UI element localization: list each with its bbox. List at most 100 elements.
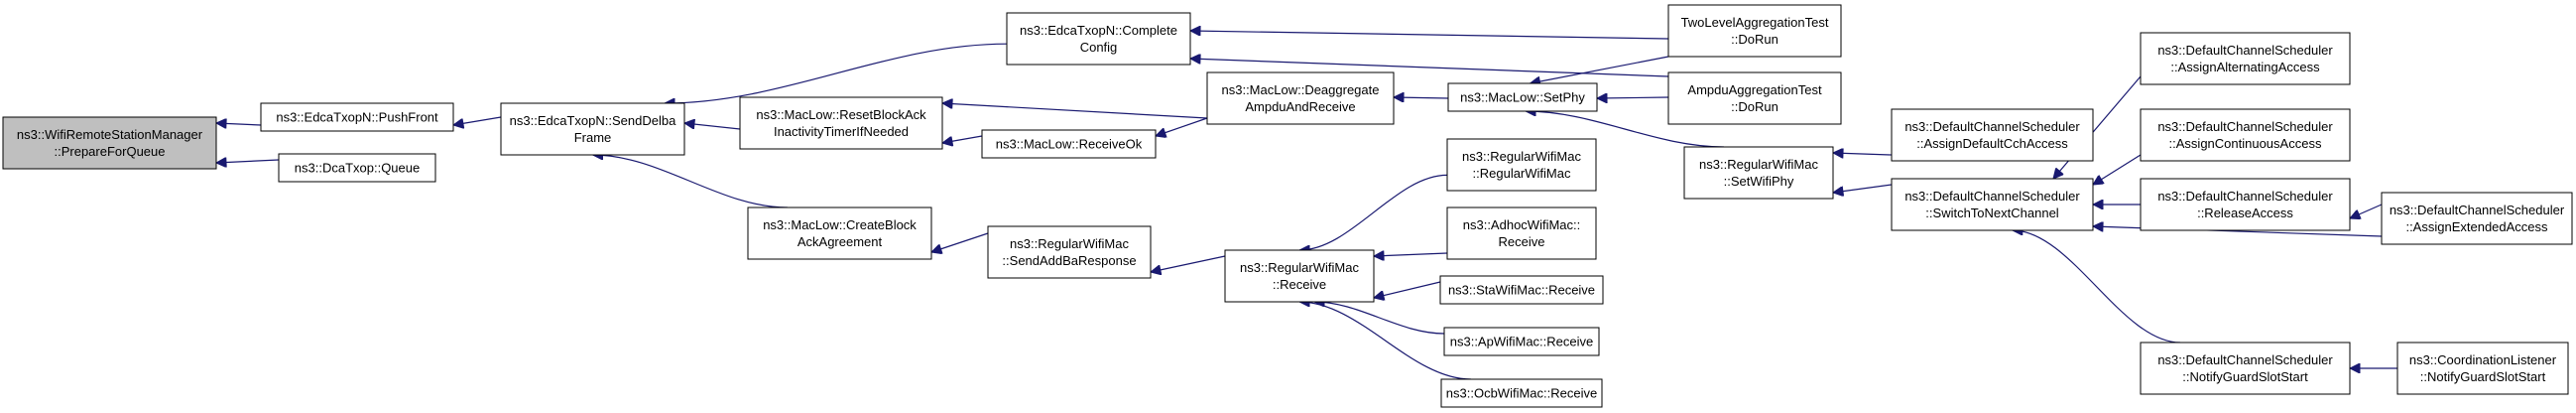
node-label: ::SwitchToNextChannel (1925, 206, 2059, 220)
node-rwmreceive[interactable]: ns3::RegularWifiMac::Receive (1224, 249, 1375, 303)
node-stareceive[interactable]: ns3::StaWifiMac::Receive (1439, 275, 1604, 305)
node-box[interactable] (1447, 82, 1598, 112)
node-label: AmpduAggregationTest (1687, 82, 1822, 97)
node-label: ns3::DefaultChannelScheduler (1904, 119, 2080, 134)
node-root[interactable]: ns3::WifiRemoteStationManager::PrepareFo… (2, 116, 217, 170)
edge-dcaqueue-to-root (216, 160, 280, 163)
node-box[interactable] (1891, 108, 2094, 162)
node-apreceive[interactable]: ns3::ApWifiMac::Receive (1443, 327, 1600, 356)
node-box[interactable] (2140, 32, 2351, 85)
edge-twolevel-to-completeconfig (1190, 31, 1669, 40)
node-resetblockack[interactable]: ns3::MacLow::ResetBlockAckInactivityTime… (739, 96, 943, 150)
edge-assigncont-to-switchnext (2093, 154, 2142, 185)
node-label: ::SendAddBaResponse (1002, 253, 1136, 268)
edge-rwmreceive-to-sendaddba (1151, 255, 1226, 272)
edge-setwifiphy-to-setphy (1526, 111, 1725, 148)
node-twolevel[interactable]: TwoLevelAggregationTest::DoRun (1667, 4, 1842, 58)
node-box[interactable] (1683, 146, 1834, 200)
node-sendaddba[interactable]: ns3::RegularWifiMac::SendAddBaResponse (987, 225, 1152, 279)
node-assigncont[interactable]: ns3::DefaultChannelScheduler::AssignCont… (2140, 108, 2351, 162)
node-box[interactable] (260, 102, 454, 132)
node-label: InactivityTimerIfNeeded (774, 124, 909, 139)
edge-setphy-to-deaggregate (1394, 97, 1449, 98)
node-box[interactable] (2140, 108, 2351, 162)
node-box[interactable] (1446, 206, 1597, 260)
edge-assignext-to-release (2350, 204, 2383, 218)
node-notifyguard[interactable]: ns3::DefaultChannelScheduler::NotifyGuar… (2140, 342, 2351, 395)
node-box[interactable] (1439, 275, 1604, 305)
edge-ampduagg-to-completeconfig (1190, 59, 1669, 77)
node-switchnext[interactable]: ns3::DefaultChannelScheduler::SwitchToNe… (1891, 178, 2094, 231)
node-box[interactable] (278, 153, 436, 183)
node-assigncch[interactable]: ns3::DefaultChannelScheduler::AssignDefa… (1891, 108, 2094, 162)
node-box[interactable] (981, 129, 1157, 159)
node-label: ns3::DefaultChannelScheduler (2157, 189, 2333, 204)
node-label: AckAgreement (797, 234, 883, 249)
node-label: ::AssignContinuousAccess (2169, 136, 2322, 151)
node-label: Receive (1499, 234, 1545, 249)
edge-createblockack-to-senddelba (593, 155, 789, 208)
node-pushfront[interactable]: ns3::EdcaTxopN::PushFront (260, 102, 454, 132)
edge-notifyguard-to-switchnext (2013, 230, 2181, 344)
node-coordlistener[interactable]: ns3::CoordinationListener::NotifyGuardSl… (2396, 342, 2569, 395)
node-assignext[interactable]: ns3::DefaultChannelScheduler::AssignExte… (2381, 192, 2573, 245)
node-box[interactable] (1667, 4, 1842, 58)
node-box[interactable] (2396, 342, 2569, 395)
node-box[interactable] (739, 96, 943, 150)
node-box[interactable] (1006, 12, 1191, 66)
node-box[interactable] (1224, 249, 1375, 303)
node-box[interactable] (1446, 138, 1597, 192)
node-assignalt[interactable]: ns3::DefaultChannelScheduler::AssignAlte… (2140, 32, 2351, 85)
node-box[interactable] (1443, 327, 1600, 356)
node-label: ::DoRun (1731, 99, 1779, 114)
node-rwmctor[interactable]: ns3::RegularWifiMac::RegularWifiMac (1446, 138, 1597, 192)
node-label: ns3::RegularWifiMac (1240, 260, 1359, 275)
node-label: ns3::DefaultChannelScheduler (2157, 43, 2333, 58)
node-box[interactable] (500, 102, 685, 156)
node-box[interactable] (2140, 342, 2351, 395)
node-box[interactable] (1440, 378, 1603, 408)
node-label: ns3::DefaultChannelScheduler (2390, 203, 2565, 217)
node-box[interactable] (1891, 178, 2094, 231)
edge-adhocreceive-to-rwmreceive (1374, 253, 1448, 256)
node-box[interactable] (2, 116, 217, 170)
node-label: ns3::WifiRemoteStationManager (17, 127, 203, 142)
node-ampduagg[interactable]: AmpduAggregationTest::DoRun (1667, 71, 1842, 125)
node-adhocreceive[interactable]: ns3::AdhocWifiMac::Receive (1446, 206, 1597, 260)
edge-ocbreceive-to-rwmreceive (1299, 302, 1472, 380)
node-label: ::NotifyGuardSlotStart (2420, 369, 2546, 384)
node-label: ::RegularWifiMac (1473, 166, 1571, 181)
node-label: ns3::AdhocWifiMac:: (1463, 217, 1581, 232)
node-ocbreceive[interactable]: ns3::OcbWifiMac::Receive (1440, 378, 1603, 408)
edge-senddelba-to-pushfront (453, 116, 502, 125)
node-box[interactable] (2381, 192, 2573, 245)
node-box[interactable] (987, 225, 1152, 279)
node-label: ::AssignAlternatingAccess (2170, 60, 2320, 74)
node-label: ns3::EdcaTxopN::Complete (1020, 23, 1177, 38)
node-box[interactable] (747, 206, 932, 260)
node-setwifiphy[interactable]: ns3::RegularWifiMac::SetWifiPhy (1683, 146, 1834, 200)
node-label: ns3::CoordinationListener (2409, 352, 2557, 367)
node-label: ns3::EdcaTxopN::SendDelba (510, 113, 676, 128)
edge-rwmctor-to-rwmreceive (1299, 174, 1448, 250)
node-label: Frame (574, 130, 612, 145)
node-receiveok[interactable]: ns3::MacLow::ReceiveOk (981, 129, 1157, 159)
edge-pushfront-to-root (216, 123, 262, 125)
node-box[interactable] (1667, 71, 1842, 125)
node-label: ::SetWifiPhy (1724, 174, 1794, 189)
node-label: ns3::OcbWifiMac::Receive (1446, 386, 1597, 401)
edge-deaggregate-to-resetblockack (942, 103, 1208, 119)
node-box[interactable] (2140, 178, 2351, 231)
edge-ampduagg-to-setphy (1597, 97, 1669, 98)
node-label: ns3::MacLow::ResetBlockAck (756, 107, 926, 122)
node-release[interactable]: ns3::DefaultChannelScheduler::ReleaseAcc… (2140, 178, 2351, 231)
node-box[interactable] (1206, 71, 1395, 125)
node-setphy[interactable]: ns3::MacLow::SetPhy (1447, 82, 1598, 112)
node-label: ns3::DefaultChannelScheduler (2157, 119, 2333, 134)
node-dcaqueue[interactable]: ns3::DcaTxop::Queue (278, 153, 436, 183)
edge-completeconfig-to-senddelba (665, 43, 1008, 103)
